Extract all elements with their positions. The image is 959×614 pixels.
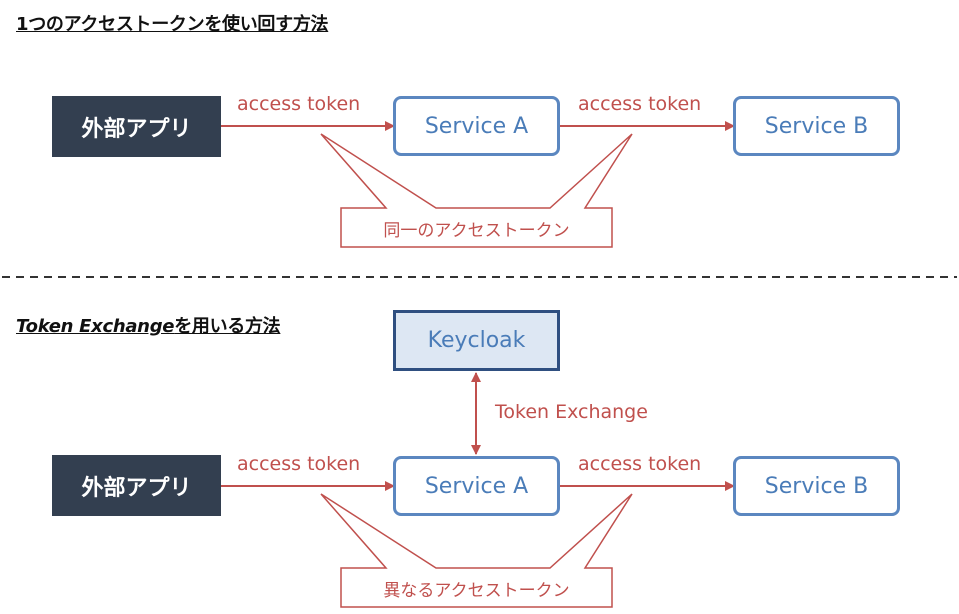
callout-shape-1 <box>320 133 633 248</box>
external-app-label-1: 外部アプリ <box>81 116 192 142</box>
service-b-box-1: Service B <box>733 96 900 156</box>
external-app-box-1: 外部アプリ <box>52 96 221 157</box>
external-app-box-2: 外部アプリ <box>52 455 221 516</box>
service-b-label-2: Service B <box>764 473 869 499</box>
callout-shape-2 <box>320 493 633 608</box>
service-b-box-2: Service B <box>733 456 900 516</box>
token-exchange-label: Token Exchange <box>495 401 648 423</box>
access-token-label-1b: access token <box>578 93 702 115</box>
section2-title-rest: を用いる方法 <box>174 316 281 337</box>
keycloak-label: Keycloak <box>427 328 526 353</box>
external-app-label-2: 外部アプリ <box>81 475 192 501</box>
callout-text-1: 同一のアクセストークン <box>383 221 570 241</box>
service-a-label-1: Service A <box>424 113 529 139</box>
section1-title: 1つのアクセストークンを使い回す方法 <box>16 10 329 36</box>
access-token-label-1a: access token <box>237 93 361 115</box>
keycloak-box: Keycloak <box>393 310 560 371</box>
section1-title-text: 1つのアクセストークンを使い回す方法 <box>16 14 329 35</box>
service-a-box-2: Service A <box>393 456 560 516</box>
access-token-label-2a: access token <box>237 453 361 475</box>
callout-text-2: 異なるアクセストークン <box>383 581 570 601</box>
section2-title-em: Token Exchange <box>16 316 175 337</box>
service-b-label-1: Service B <box>764 113 869 139</box>
access-token-label-2b: access token <box>578 453 702 475</box>
service-a-box-1: Service A <box>393 96 560 156</box>
service-a-label-2: Service A <box>424 473 529 499</box>
section2-title: Token Exchangeを用いる方法 <box>16 312 281 338</box>
